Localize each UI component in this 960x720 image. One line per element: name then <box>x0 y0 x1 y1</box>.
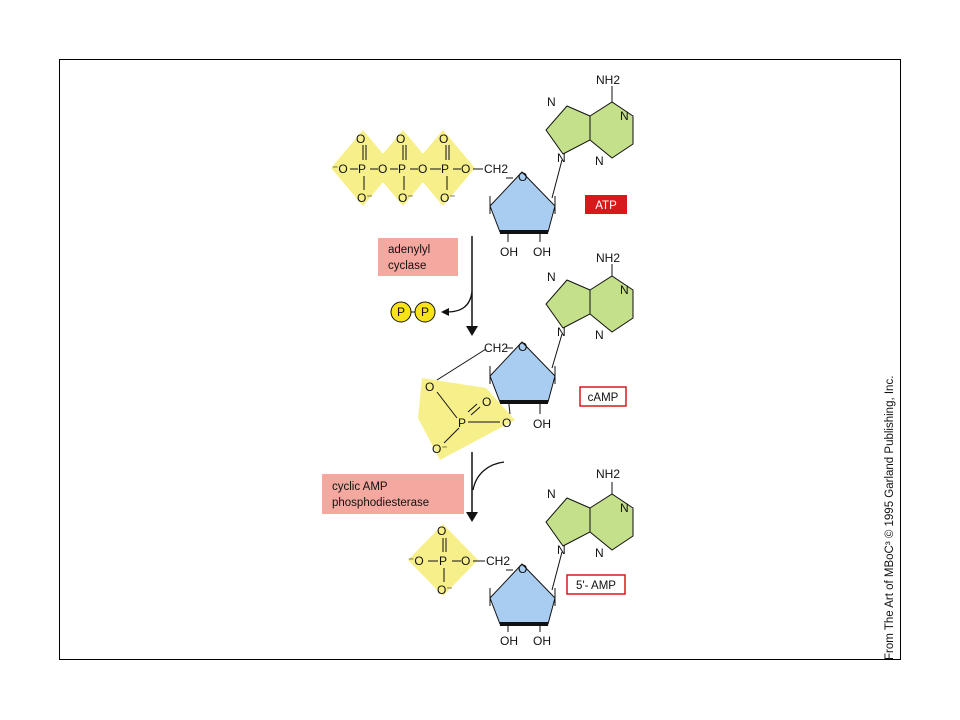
atom-label: O <box>439 132 448 146</box>
atom-label: N <box>620 501 629 515</box>
camp-adenine <box>545 264 634 333</box>
atom-label: P <box>358 162 366 176</box>
atom-label: P <box>458 416 466 430</box>
camp-ribose <box>489 333 563 414</box>
atom-label: N <box>547 487 556 501</box>
atom-label: N <box>547 95 556 109</box>
atom-label: N <box>595 154 604 168</box>
atom-label: OH <box>500 245 518 259</box>
atom-label: O⁻ <box>432 442 448 456</box>
camp-label-box <box>579 386 627 407</box>
amp5-ribose <box>489 551 563 632</box>
atom-label: NH2 <box>596 251 620 265</box>
atom-label: O <box>518 340 527 354</box>
atp-molecule: O O O ⁻O P O P O P O O⁻ O⁻ O⁻ CH2 <box>331 73 634 259</box>
atom-label: O <box>502 416 511 430</box>
atom-label: O⁻ <box>398 191 414 205</box>
atom-label: OH <box>533 417 551 431</box>
atom-label: O <box>437 524 446 538</box>
phosphodiesterase-box <box>322 474 464 514</box>
atom-label: ⁻O <box>332 162 348 176</box>
atp-label-box <box>585 195 627 214</box>
atom-label: O <box>425 380 434 394</box>
atom-label: ⁻O <box>408 554 424 568</box>
atom-label: OH <box>500 634 518 648</box>
phosphodiesterase-step: cyclic AMP phosphodiesterase <box>322 452 505 522</box>
phosphodiesterase-label-2: phosphodiesterase <box>332 497 429 509</box>
pyrophosphate-p2: P <box>421 305 429 319</box>
atom-label: O <box>461 162 470 176</box>
atom-label: P <box>398 162 406 176</box>
atp-ribose <box>489 159 563 242</box>
atom-label: O <box>396 132 405 146</box>
atom-label: O⁻ <box>357 191 373 205</box>
atom-label: N <box>557 325 566 339</box>
arrowhead-icon <box>466 326 478 336</box>
atom-label: O <box>482 395 491 409</box>
atp-label: ATP <box>595 200 617 212</box>
atom-label: N <box>595 546 604 560</box>
atom-label: CH2 <box>484 162 508 176</box>
camp-molecule: O O P O O⁻ CH2 O OH <box>418 251 634 460</box>
adenylyl-cyclase-step: adenylyl cyclase P P <box>378 236 478 336</box>
atom-label: O <box>378 162 387 176</box>
byproduct-arrow <box>445 291 473 313</box>
adenylyl-cyclase-label-1: adenylyl <box>388 244 430 256</box>
arrowhead-icon <box>441 308 449 316</box>
atom-label: N <box>557 151 566 165</box>
atom-label: O⁻ <box>440 191 456 205</box>
atom-label: O <box>518 562 527 576</box>
atom-label: N <box>557 543 566 557</box>
atom-label: O <box>518 170 527 184</box>
atom-label: O <box>356 132 365 146</box>
atom-label: CH2 <box>486 554 510 568</box>
amp5-adenine <box>545 482 634 551</box>
atom-label: N <box>620 283 629 297</box>
water-arrow <box>472 461 505 491</box>
atom-label: N <box>620 109 629 123</box>
atom-label: N <box>547 270 556 284</box>
atom-label: N <box>595 328 604 342</box>
atom-label: O <box>418 162 427 176</box>
atom-label: P <box>441 162 449 176</box>
copyright-credit: From The Art of MBoC³ © 1995 Garland Pub… <box>884 375 896 660</box>
amp5-phosphate-group <box>408 524 478 596</box>
adenylyl-cyclase-box <box>378 238 458 276</box>
atom-label: NH2 <box>596 467 620 481</box>
amp5-label: 5'- AMP <box>576 580 616 592</box>
atp-phosphate-group <box>331 130 475 206</box>
atom-label: NH2 <box>596 73 620 87</box>
atom-label: OH <box>533 634 551 648</box>
phosphodiesterase-label-1: cyclic AMP <box>332 481 388 493</box>
atom-label: CH2 <box>484 341 508 355</box>
amp5-molecule: O ⁻O P O O⁻ CH2 O OH OH <box>408 467 634 648</box>
atom-label: P <box>439 554 447 568</box>
atp-adenine <box>545 86 634 159</box>
atom-label: O⁻ <box>437 583 453 597</box>
adenylyl-cyclase-label-2: cyclase <box>388 260 426 272</box>
atom-label: O <box>461 554 470 568</box>
pyrophosphate-p1: P <box>397 305 405 319</box>
figure-frame <box>59 59 901 660</box>
amp5-label-box <box>566 574 626 595</box>
camp-label: cAMP <box>588 392 619 404</box>
arrowhead-icon <box>466 512 478 522</box>
atom-label: OH <box>533 245 551 259</box>
